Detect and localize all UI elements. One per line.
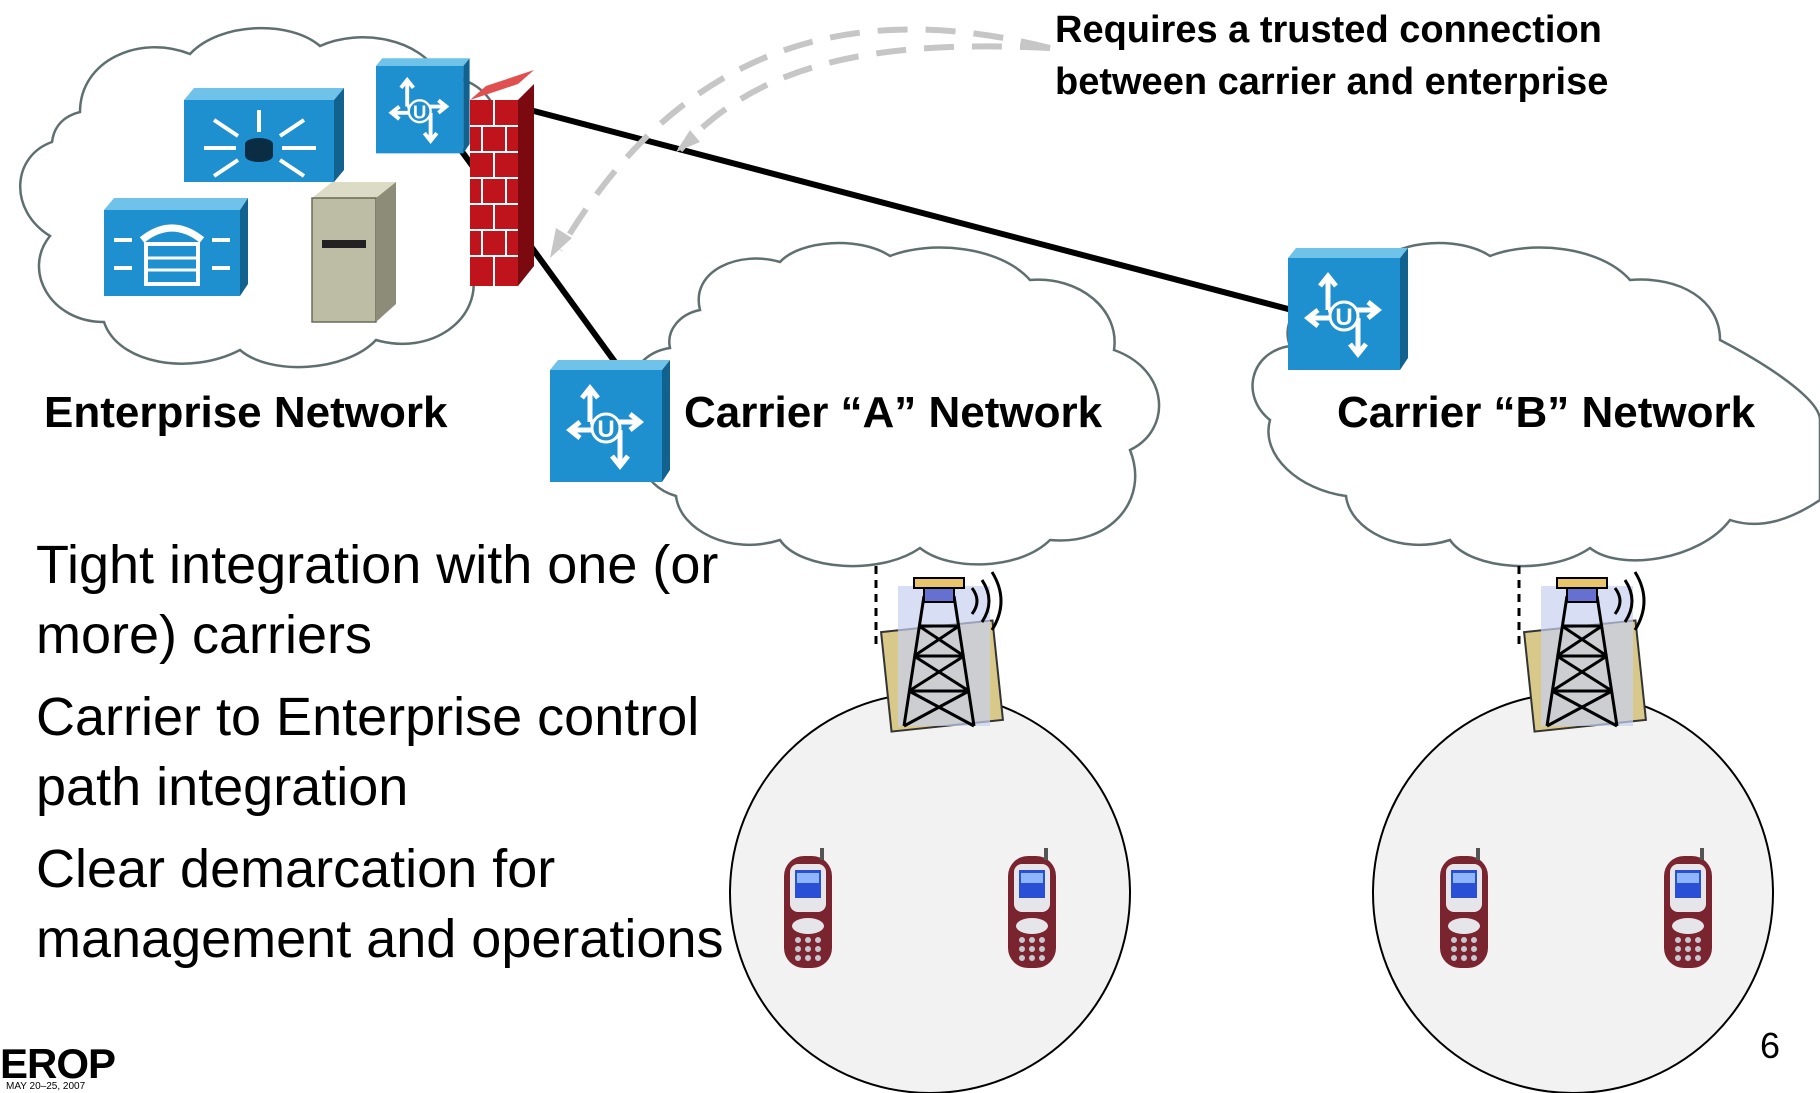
bullet-item: Carrier to Enterprise control path integ… (36, 687, 700, 817)
server-icon (311, 182, 396, 323)
mobile-phone-icon (1008, 848, 1056, 968)
enterprise-network-label: Enterprise Network (44, 388, 448, 437)
carrier-b-cell-tower-icon (1517, 564, 1648, 734)
carrier-a-router-icon (550, 360, 670, 482)
bullet-item: Tight integration with one (or more) car… (36, 535, 719, 665)
callout-line-2: between carrier and enterprise (1055, 61, 1609, 103)
bullet-item: Clear demarcation for management and ope… (36, 839, 724, 969)
callout-line-1: Requires a trusted connection (1055, 9, 1602, 51)
mobile-phone-icon (1664, 848, 1712, 968)
carrier-a-cell-tower-icon (874, 564, 1005, 734)
enterprise-gateway-router-icon (374, 56, 472, 156)
mobile-phone-icon (784, 848, 832, 968)
arrowhead-to-line (676, 130, 700, 152)
trusted-connection-callout: Requires a trusted connection between ca… (1055, 4, 1608, 108)
call-manager-icon (184, 88, 344, 182)
link-enterprise-to-carrier-b (529, 107, 1293, 313)
firewall-icon (470, 70, 534, 286)
carrier-b-router-icon (1288, 248, 1408, 370)
carrier-b-coverage-cell (1372, 692, 1774, 1093)
mobile-phone-icon (1440, 848, 1488, 968)
ip-phone-switch-icon (104, 198, 248, 296)
conference-logo: EROP (0, 1040, 116, 1087)
carrier-b-network-label: Carrier “B” Network (1337, 388, 1756, 437)
bullet-list: Tight integration with one (or more) car… (36, 530, 736, 986)
slide-number: 6 (1760, 1025, 1781, 1066)
carrier-a-network-label: Carrier “A” Network (684, 388, 1103, 437)
conference-date: MAY 20–25, 2007 (6, 1081, 86, 1092)
arrowhead-to-firewall (550, 228, 572, 258)
trusted-connection-arrows (557, 26, 1051, 252)
